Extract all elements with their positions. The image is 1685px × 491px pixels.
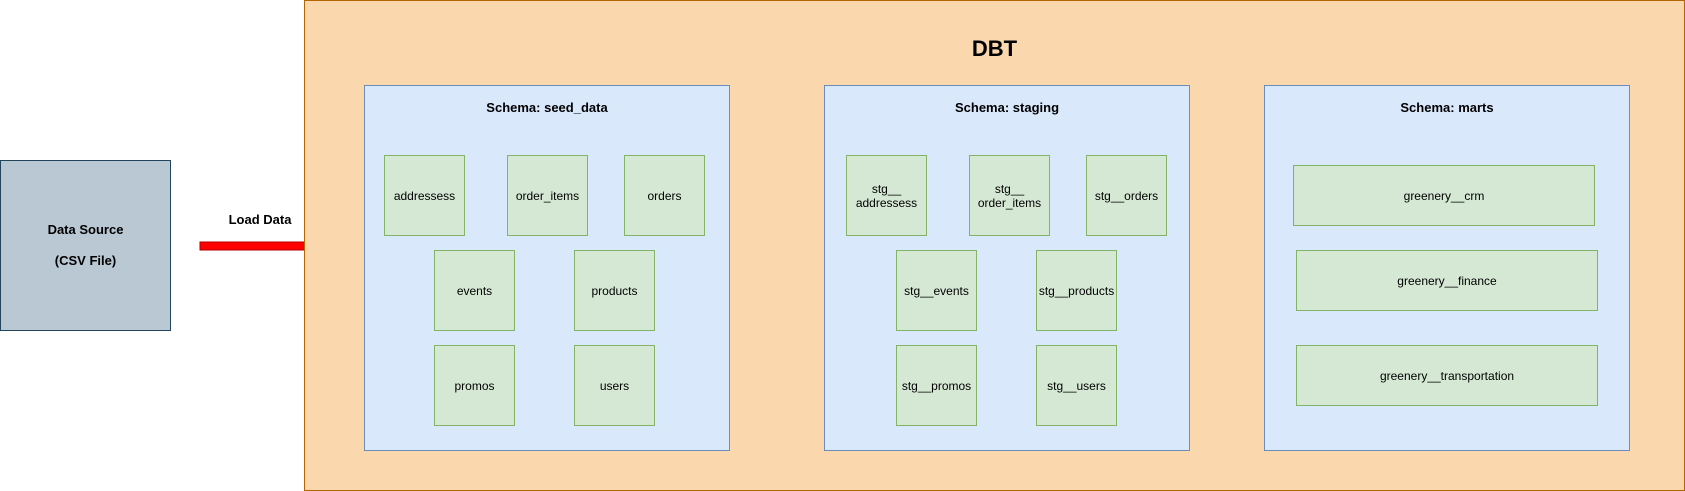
model-node-stg-order-items: stg__ order_items: [969, 155, 1050, 236]
model-node-stg-orders: stg__orders: [1086, 155, 1167, 236]
schema-marts-title: Schema: marts: [1400, 100, 1494, 115]
table-node-order-items: order_items: [507, 155, 588, 236]
table-node-promos: promos: [434, 345, 515, 426]
model-node-stg-events: stg__events: [896, 250, 977, 331]
table-node-orders: orders: [624, 155, 705, 236]
schema-staging: [824, 85, 1190, 451]
table-node-products: products: [574, 250, 655, 331]
model-node-stg-users: stg__users: [1036, 345, 1117, 426]
schema-seed-data: [364, 85, 730, 451]
data-source-format-label: (CSV File): [54, 253, 117, 268]
table-node-users: users: [574, 345, 655, 426]
table-node-addressess: addressess: [384, 155, 465, 236]
schema-seed-data-title: Schema: seed_data: [486, 100, 608, 115]
load-data-label: Load Data: [228, 212, 292, 227]
dbt-title: DBT: [971, 36, 1018, 61]
data-source-node: Data Source (CSV File): [0, 160, 171, 331]
data-source-label: Data Source: [47, 222, 124, 237]
schema-staging-title: Schema: staging: [954, 100, 1060, 115]
mart-node-greenery-finance: greenery__finance: [1296, 250, 1598, 311]
model-node-stg-addressess: stg__ addressess: [846, 155, 927, 236]
mart-node-greenery-transportation: greenery__transportation: [1296, 345, 1598, 406]
model-node-stg-products: stg__products: [1036, 250, 1117, 331]
model-node-stg-promos: stg__promos: [896, 345, 977, 426]
mart-node-greenery-crm: greenery__crm: [1293, 165, 1595, 226]
table-node-events: events: [434, 250, 515, 331]
